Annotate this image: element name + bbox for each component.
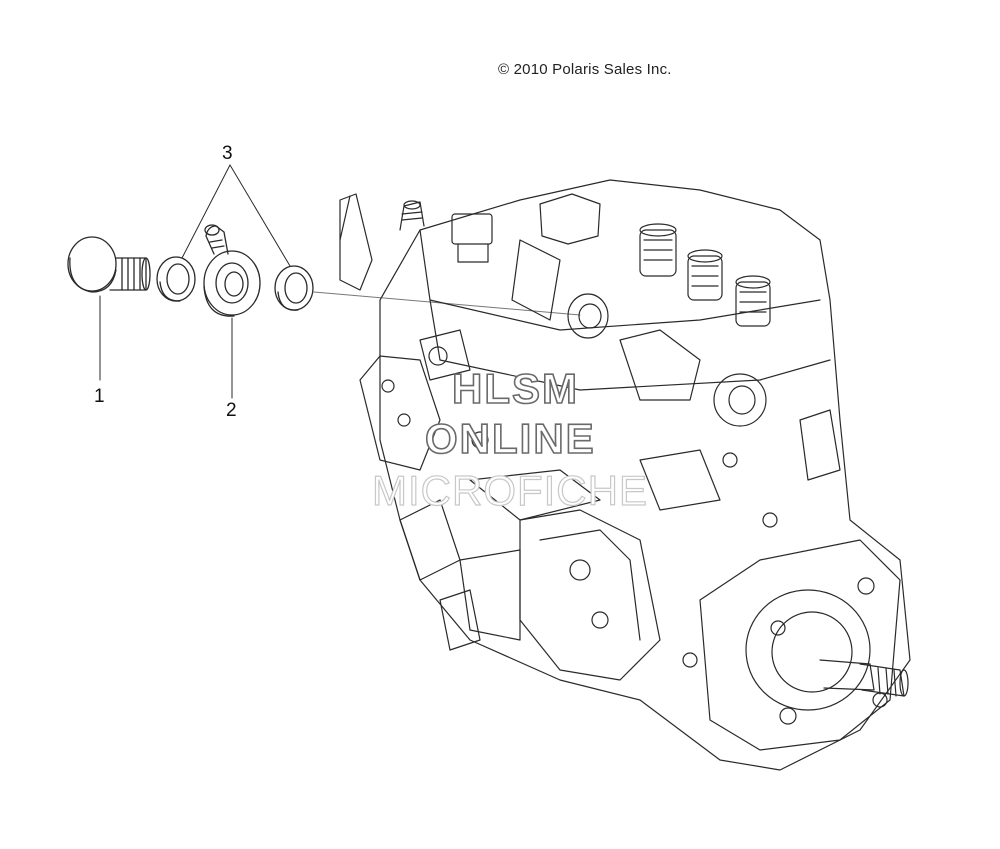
banjo-fitting bbox=[203, 224, 261, 317]
watermark-line-3: MICROFICHE bbox=[371, 467, 648, 514]
callout-2: 2 bbox=[226, 400, 237, 421]
callout-3: 3 bbox=[222, 143, 233, 164]
watermark-line-2: ONLINE bbox=[424, 415, 596, 462]
delivery-valves bbox=[639, 223, 771, 327]
banjo-bolt bbox=[67, 236, 151, 293]
copyright-text: © 2010 Polaris Sales Inc. bbox=[498, 61, 672, 78]
sealing-washer-right bbox=[274, 265, 314, 311]
sealing-washer-left bbox=[156, 256, 196, 302]
watermark-line-1: HLSM bbox=[451, 365, 579, 412]
callout-1: 1 bbox=[94, 386, 105, 407]
injection-pump bbox=[339, 179, 911, 771]
